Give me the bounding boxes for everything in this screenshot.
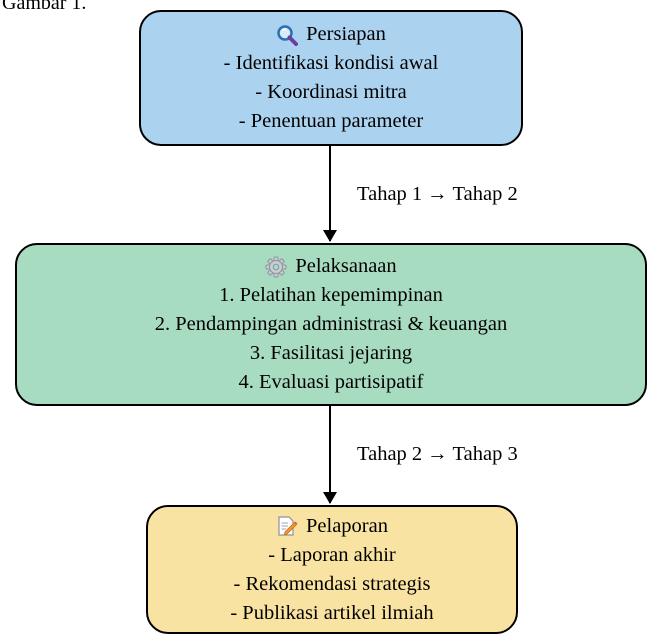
node-title-row: Pelaporan — [276, 512, 388, 541]
node-title-row: Persiapan — [276, 20, 386, 49]
node-line: - Penentuan parameter — [238, 110, 424, 132]
node-line: 1. Pelatihan kepemimpinan — [219, 284, 443, 306]
node-line: 3. Fasilitasi jejaring — [249, 342, 413, 364]
node-line: - Laporan akhir — [268, 543, 396, 566]
node-title: Pelaporan — [306, 514, 388, 537]
edge-label-2: Tahap 2 → Tahap 3 — [357, 443, 518, 465]
node-title: Persiapan — [306, 23, 386, 45]
figure-caption: Gambar 1. — [2, 0, 87, 14]
node-pelaksanaan: Pelaksanaan 1. Pelatihan kepemimpinan 2.… — [15, 243, 647, 406]
memo-pencil-icon — [276, 515, 298, 537]
node-persiapan: Persiapan - Identifikasi kondisi awal - … — [139, 10, 523, 146]
gear-icon — [265, 256, 287, 278]
node-title: Pelaksanaan — [295, 255, 397, 277]
node-line: - Identifikasi kondisi awal — [223, 52, 439, 74]
edge-label-1: Tahap 1 → Tahap 2 — [357, 183, 518, 205]
node-line: - Rekomendasi strategis — [233, 572, 431, 595]
magnifier-icon — [276, 24, 299, 46]
node-line: 2. Pendampingan administrasi & keuangan — [154, 313, 508, 335]
node-line: - Publikasi artikel ilmiah — [230, 601, 434, 624]
node-line: 4. Evaluasi partisipatif — [238, 371, 424, 393]
node-pelaporan: Pelaporan - Laporan akhir - Rekomendasi … — [146, 505, 518, 634]
node-line: - Koordinasi mitra — [255, 81, 407, 103]
node-title-row: Pelaksanaan — [265, 252, 397, 281]
